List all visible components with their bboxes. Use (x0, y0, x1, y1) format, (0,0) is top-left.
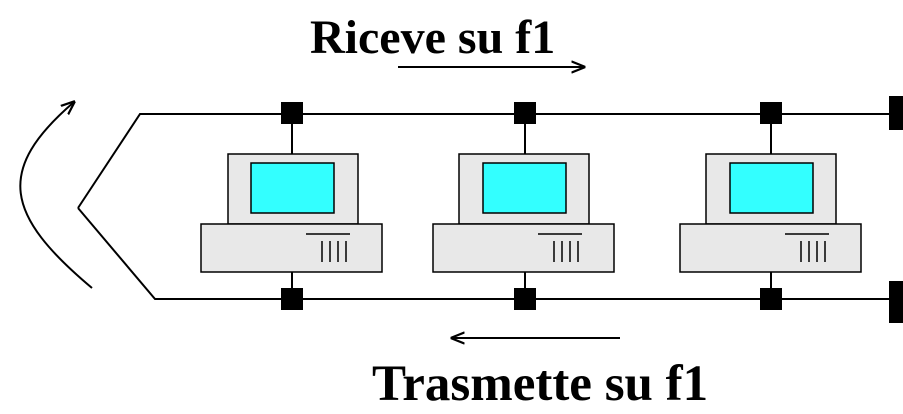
curved-arrow-up-icon (19, 102, 93, 289)
bus-tap-top (281, 102, 303, 124)
screen (482, 162, 567, 214)
receive-label: Riceve su f1 (310, 11, 556, 64)
screen (250, 162, 335, 214)
system-unit (679, 223, 862, 273)
vent-lines (553, 241, 579, 262)
receive-bus-line (77, 113, 903, 209)
computer-2 (432, 102, 615, 310)
bottom-terminator (889, 281, 903, 323)
transmit-bus-line (77, 207, 903, 300)
system-unit (200, 223, 383, 273)
screen (729, 162, 814, 214)
transmit-label: Trasmette su f1 (372, 356, 709, 412)
system-unit (432, 223, 615, 273)
computer-1 (200, 102, 383, 310)
bus-tap-bottom (514, 288, 536, 310)
top-terminator (889, 96, 903, 130)
bus-tap-bottom (760, 288, 782, 310)
vent-lines (800, 241, 826, 262)
bus-tap-bottom (281, 288, 303, 310)
bus-tap-top (760, 102, 782, 124)
vent-lines (321, 241, 347, 262)
bus-tap-top (514, 102, 536, 124)
computer-3 (679, 102, 862, 310)
